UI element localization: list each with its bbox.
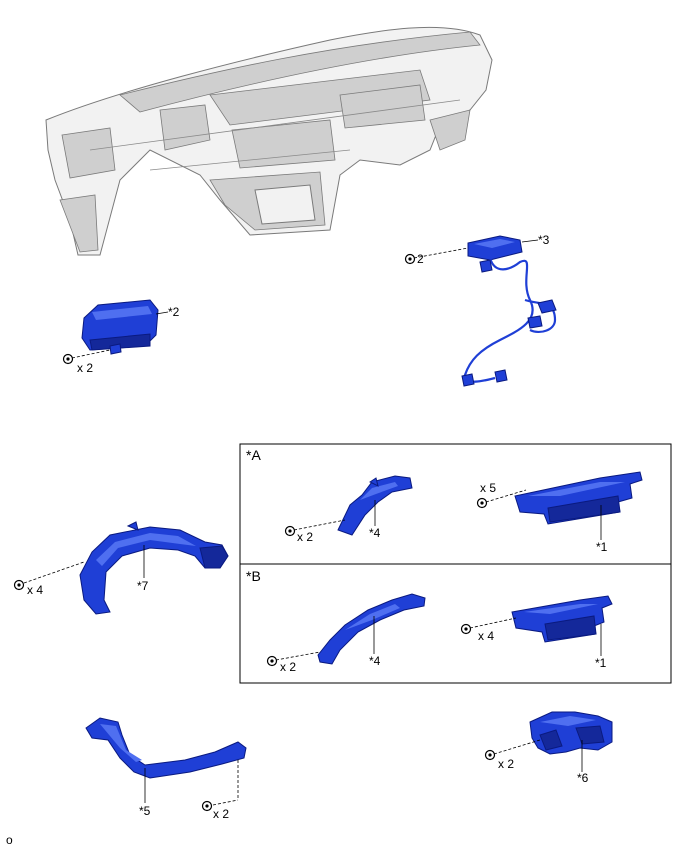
part-5-quantity: x 2 <box>213 807 229 821</box>
part-7-duct <box>23 521 229 615</box>
group-a-label: *A <box>246 447 261 463</box>
part-2-quantity: x 2 <box>77 361 93 375</box>
part-7-quantity: x 4 <box>27 583 43 597</box>
bolt-icon <box>62 353 74 365</box>
part-1-label-a: *1 <box>596 540 608 554</box>
part-1-label-b: *1 <box>595 656 607 670</box>
part-5-label: *5 <box>139 804 151 818</box>
instrument-panel-illustration <box>45 26 493 256</box>
bolt-icon <box>484 749 496 761</box>
part-6-register <box>493 711 613 772</box>
part-1-register-b <box>469 595 613 656</box>
bolt-icon <box>201 800 213 812</box>
part-4-label-a: *4 <box>369 526 381 540</box>
illustration-code: o <box>6 833 13 847</box>
part-2-label: *2 <box>168 305 180 319</box>
group-b-label: *B <box>246 568 261 584</box>
part-2-module <box>71 299 169 359</box>
part-3-label: *3 <box>538 233 550 247</box>
part-4-label-b: *4 <box>369 654 381 668</box>
part-4-quantity-b: x 2 <box>280 660 296 674</box>
part-3-module-with-harness <box>413 235 557 387</box>
bolt-icon <box>13 579 25 591</box>
part-6-quantity: x 2 <box>498 757 514 771</box>
part-7-label: *7 <box>137 579 149 593</box>
part-3-quantity: 2 <box>417 252 424 266</box>
part-1-register-a <box>485 471 643 540</box>
bolt-icon <box>266 655 278 667</box>
bolt-icon <box>460 623 472 635</box>
part-5-duct <box>85 717 247 806</box>
part-1-quantity-a: x 5 <box>480 481 496 495</box>
bolt-icon <box>284 525 296 537</box>
part-4-quantity-a: x 2 <box>297 530 313 544</box>
part-1-quantity-b: x 4 <box>478 629 494 643</box>
part-4-duct-a <box>293 475 413 536</box>
part-4-duct-b <box>275 593 426 665</box>
part-6-label: *6 <box>577 771 589 785</box>
bolt-icon <box>476 497 488 509</box>
bolt-icon <box>404 253 416 265</box>
